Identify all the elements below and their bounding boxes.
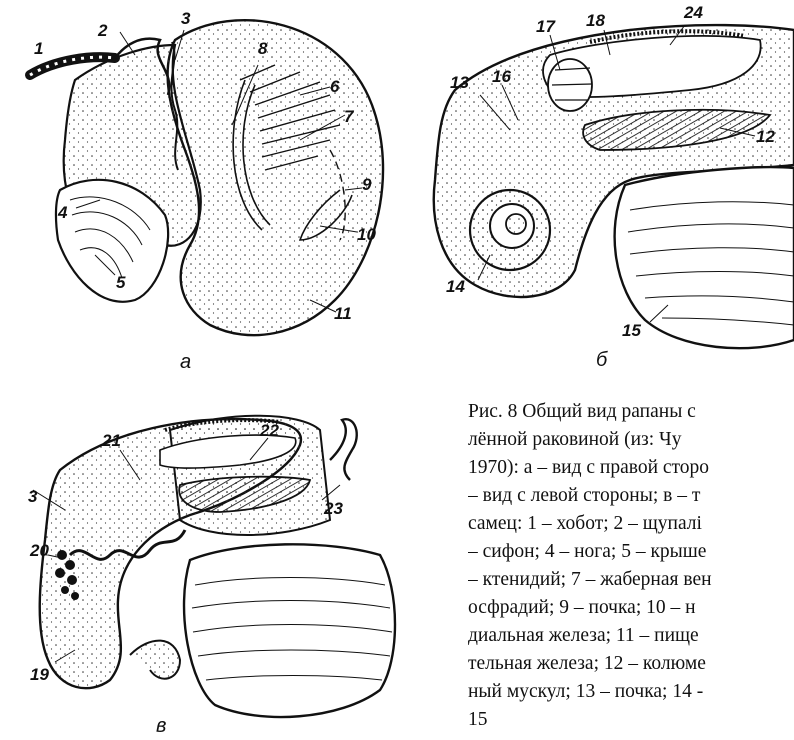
label-b-13: 13 xyxy=(450,74,469,91)
caption-line: диальная железа; 11 – пище xyxy=(468,622,794,650)
label-a-10: 10 xyxy=(357,226,376,243)
figure-b-drawing xyxy=(400,0,794,380)
label-a-2: 2 xyxy=(98,22,107,39)
caption-line: ный мускул; 13 – почка; 14 - xyxy=(468,678,794,706)
caption-line: тельная железа; 12 – колюме xyxy=(468,650,794,678)
figure-caption: Рис. 8 Общий вид рапаны с лённой раковин… xyxy=(468,398,794,740)
panel-letter-b: б xyxy=(596,350,607,370)
label-a-3: 3 xyxy=(181,10,190,27)
panel-letter-a: а xyxy=(180,352,191,372)
caption-line: 1970): а – вид с правой сторо xyxy=(468,454,794,482)
label-c-21: 21 xyxy=(102,432,121,449)
caption-line: лённой раковиной (из: Чу xyxy=(468,426,794,454)
label-a-4: 4 xyxy=(58,204,67,221)
caption-line: – ктенидий; 7 – жаберная вен xyxy=(468,566,794,594)
label-c-3: 3 xyxy=(28,488,37,505)
caption-line: – вид с левой стороны; в – т xyxy=(468,482,794,510)
label-a-11: 11 xyxy=(334,305,352,322)
label-b-24: 24 xyxy=(684,4,703,21)
caption-line: Рис. 8 Общий вид рапаны с xyxy=(468,398,794,426)
caption-line: – сифон; 4 – нога; 5 – крыше xyxy=(468,538,794,566)
panel-letter-c: в xyxy=(156,716,166,736)
caption-line: самец: 1 – хобот; 2 – щупалі xyxy=(468,510,794,538)
label-c-23: 23 xyxy=(324,500,343,517)
figure-a-drawing xyxy=(0,0,400,380)
label-b-12: 12 xyxy=(756,128,775,145)
label-b-15: 15 xyxy=(622,322,641,339)
label-b-18: 18 xyxy=(586,12,605,29)
label-b-16: 16 xyxy=(492,68,511,85)
caption-line: 15 xyxy=(468,706,794,734)
label-a-6: 6 xyxy=(330,78,339,95)
label-a-1: 1 xyxy=(34,40,43,57)
label-c-22: 22 xyxy=(260,422,279,439)
figure-c-drawing xyxy=(0,390,470,740)
label-c-20: 20 xyxy=(30,542,49,559)
label-b-14: 14 xyxy=(446,278,465,295)
label-a-5: 5 xyxy=(116,274,125,291)
label-a-7: 7 xyxy=(344,108,353,125)
label-a-9: 9 xyxy=(362,176,371,193)
label-b-17: 17 xyxy=(536,18,555,35)
caption-line: осфрадий; 9 – почка; 10 – н xyxy=(468,594,794,622)
label-a-8: 8 xyxy=(258,40,267,57)
label-c-19: 19 xyxy=(30,666,49,683)
